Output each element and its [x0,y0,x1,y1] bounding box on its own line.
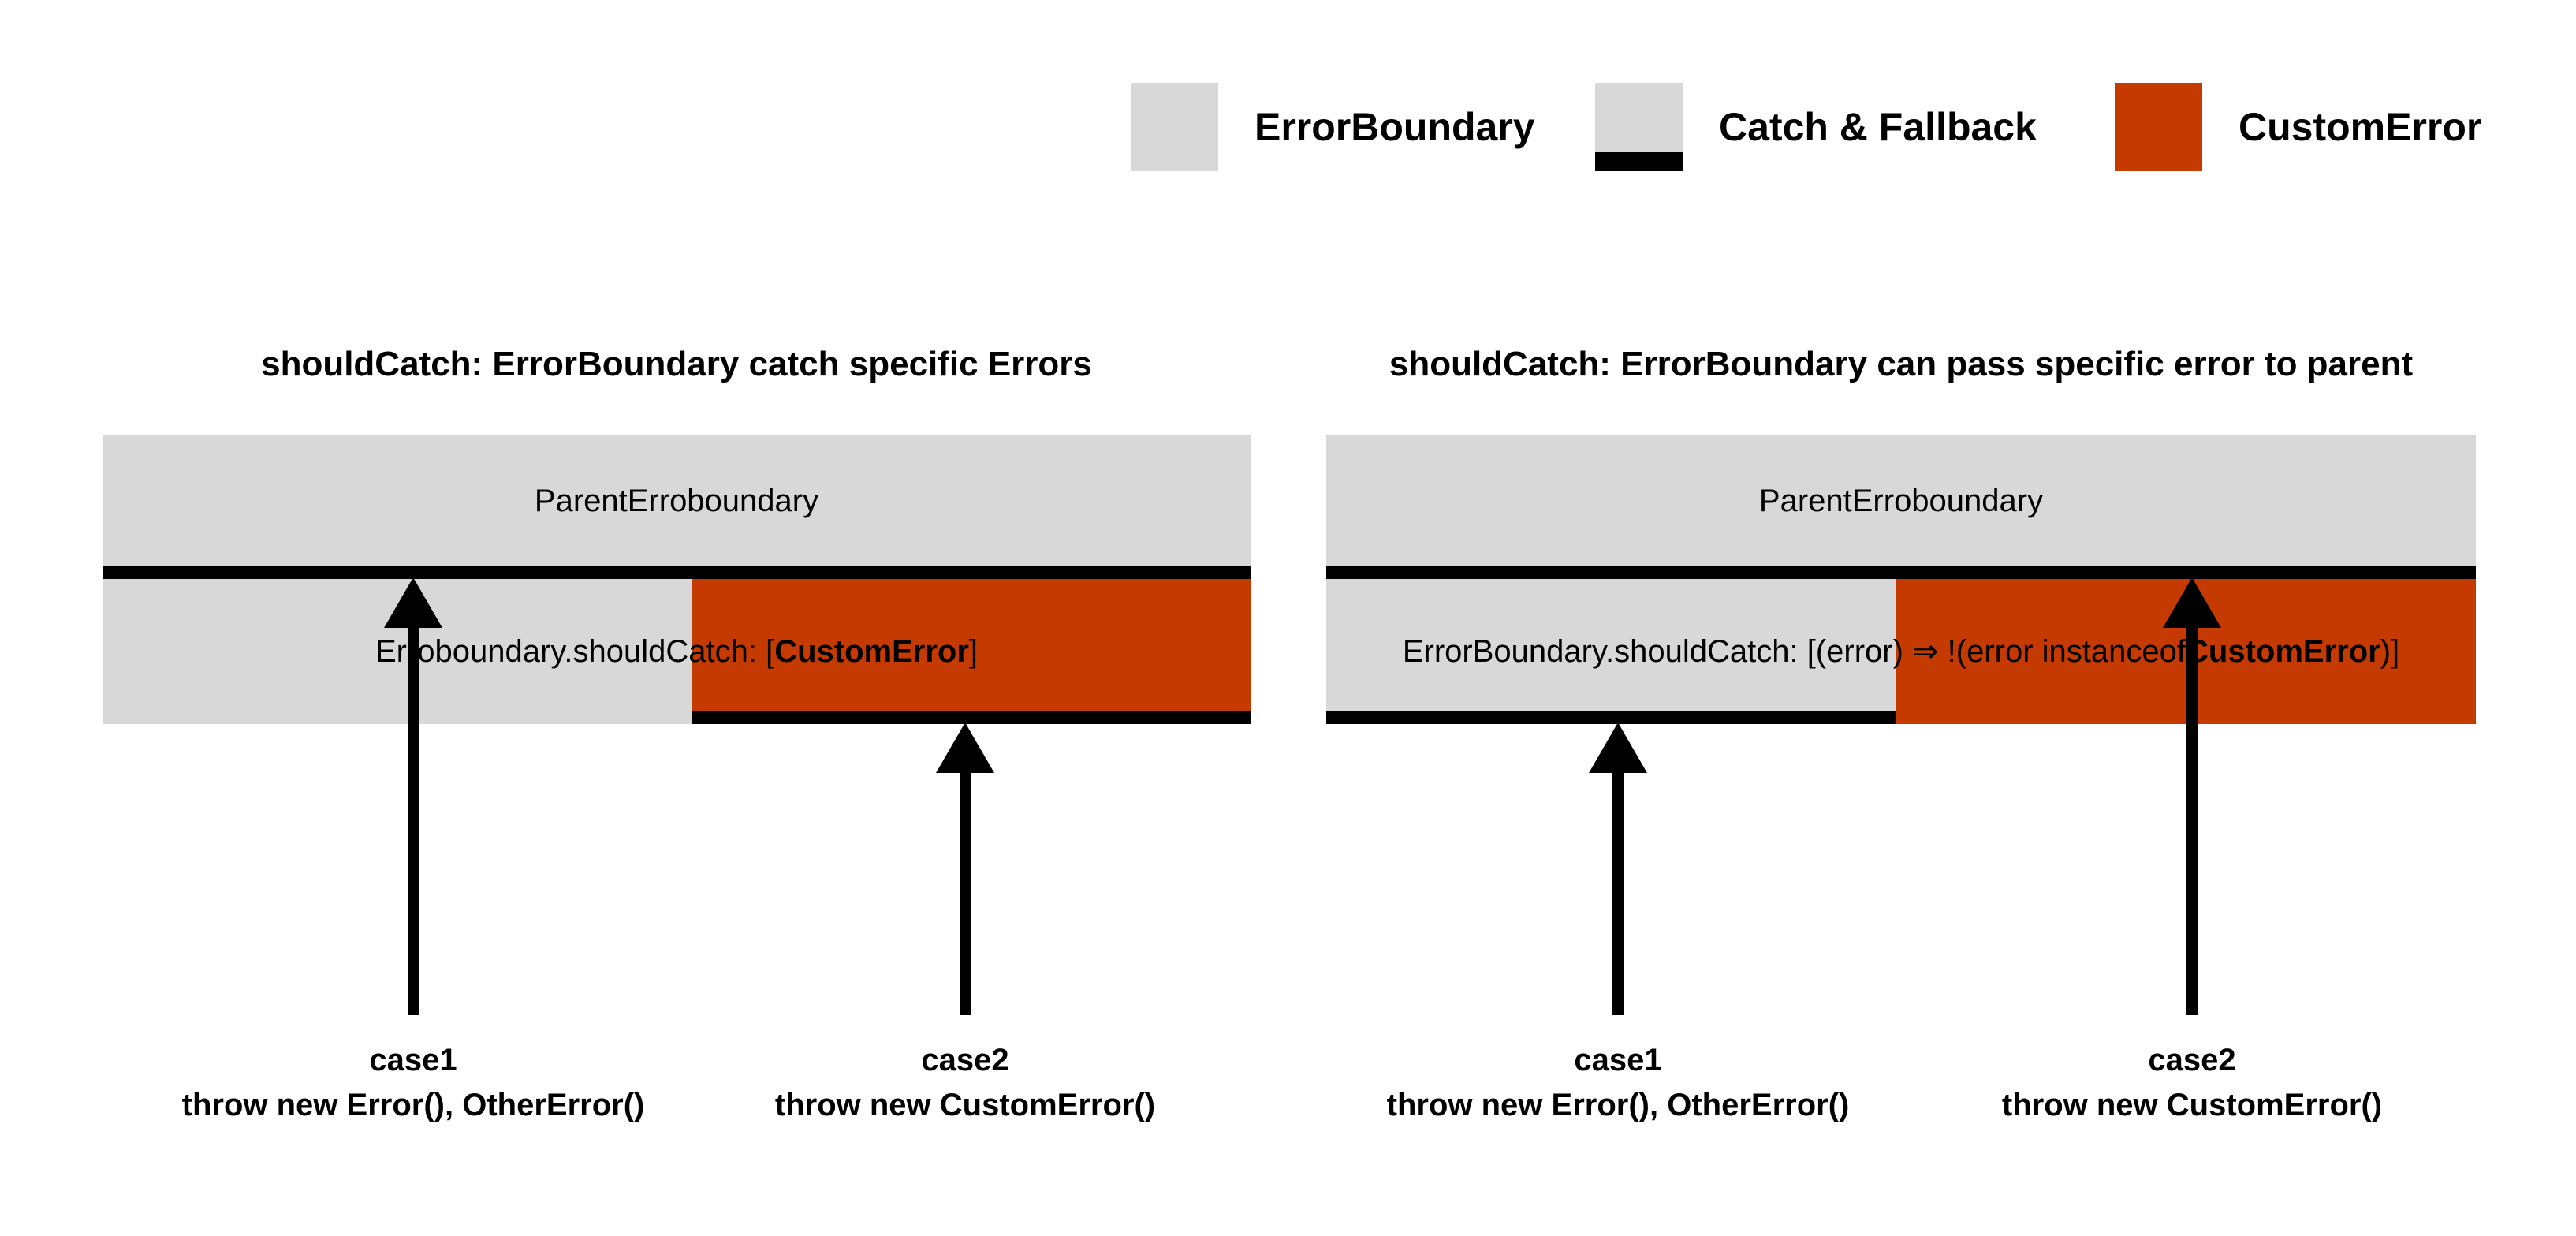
case2-arrow-icon [2163,577,2221,1015]
arrow-shaft [408,625,419,1015]
errorboundary-swatch-icon [1131,83,1218,171]
arrow-shaft [2186,625,2198,1015]
child-label-bold: CustomError [774,633,969,669]
legend-label: Catch & Fallback [1719,105,2037,149]
child-label-prefix: ErrorBoundary.shouldCatch: [(error) ⇒ !(… [1402,634,2186,669]
case-name: case2 [921,1043,1009,1077]
arrowhead-icon [384,577,442,628]
parent-errorboundary-bar: ParentErroboundary [1326,435,2476,579]
parent-errorboundary-bar: ParentErroboundary [103,435,1251,579]
legend-label: CustomError [2239,105,2482,149]
child-segment-customerror [691,579,1251,724]
case1-label: case1 throw new Error(), OtherError() [19,1038,807,1128]
diagram-pass-error-to-parent: shouldCatch: ErrorBoundary can pass spec… [1326,0,2476,1236]
case1-arrow-icon [1589,723,1647,1015]
case-name: case1 [1574,1043,1662,1077]
arrowhead-icon [1589,723,1647,773]
case1-arrow-icon [384,577,442,1015]
parent-errorboundary-label: ParentErroboundary [534,483,819,518]
diagram-title: shouldCatch: ErrorBoundary catch specifi… [261,345,1092,383]
legend-label: ErrorBoundary [1254,105,1535,149]
case-name: case1 [369,1043,457,1077]
child-errorboundary-label: ErrorBoundary.shouldCatch: [(error) ⇒ !(… [1326,579,2476,724]
legend-item-catch-fallback: Catch & Fallback [1595,83,2037,171]
arrow-shaft [1612,770,1624,1015]
case-code: throw new CustomError() [774,1088,1156,1122]
child-label-suffix: ] [968,633,979,669]
arrow-shaft [960,770,971,1015]
diagram-catch-specific-errors: shouldCatch: ErrorBoundary catch specifi… [103,0,1251,1236]
catch-fallback-swatch-icon [1595,83,1683,171]
arrowhead-icon [936,723,994,773]
case2-label: case2 throw new CustomError() [1798,1038,2576,1128]
case-name: case2 [2148,1043,2236,1077]
child-errorboundary-bar [103,579,1251,724]
parent-errorboundary-label: ParentErroboundary [1758,483,2044,518]
case-code: throw new Error(), OtherError() [1386,1088,1850,1122]
diagram-title: shouldCatch: ErrorBoundary can pass spec… [1389,345,2414,383]
case-code: throw new Error(), OtherError() [181,1088,645,1122]
case2-arrow-icon [936,723,994,1015]
case-code: throw new CustomError() [2001,1088,2383,1122]
case1-label: case1 throw new Error(), OtherError() [1224,1038,2012,1128]
case2-label: case2 throw new CustomError() [571,1038,1359,1128]
child-label-bold: CustomError [2186,633,2380,669]
customerror-swatch-icon [2115,83,2202,171]
child-label-suffix: )] [2380,633,2400,669]
arrowhead-icon [2163,577,2221,628]
child-segment-caught [1326,579,1897,724]
legend-item-customerror: CustomError [2115,83,2481,171]
child-label-prefix: Erroboundary.shouldCatch: [ [375,633,775,669]
child-errorboundary-label: Erroboundary.shouldCatch: [CustomError] [103,579,1251,724]
legend-item-errorboundary: ErrorBoundary [1131,83,1535,171]
